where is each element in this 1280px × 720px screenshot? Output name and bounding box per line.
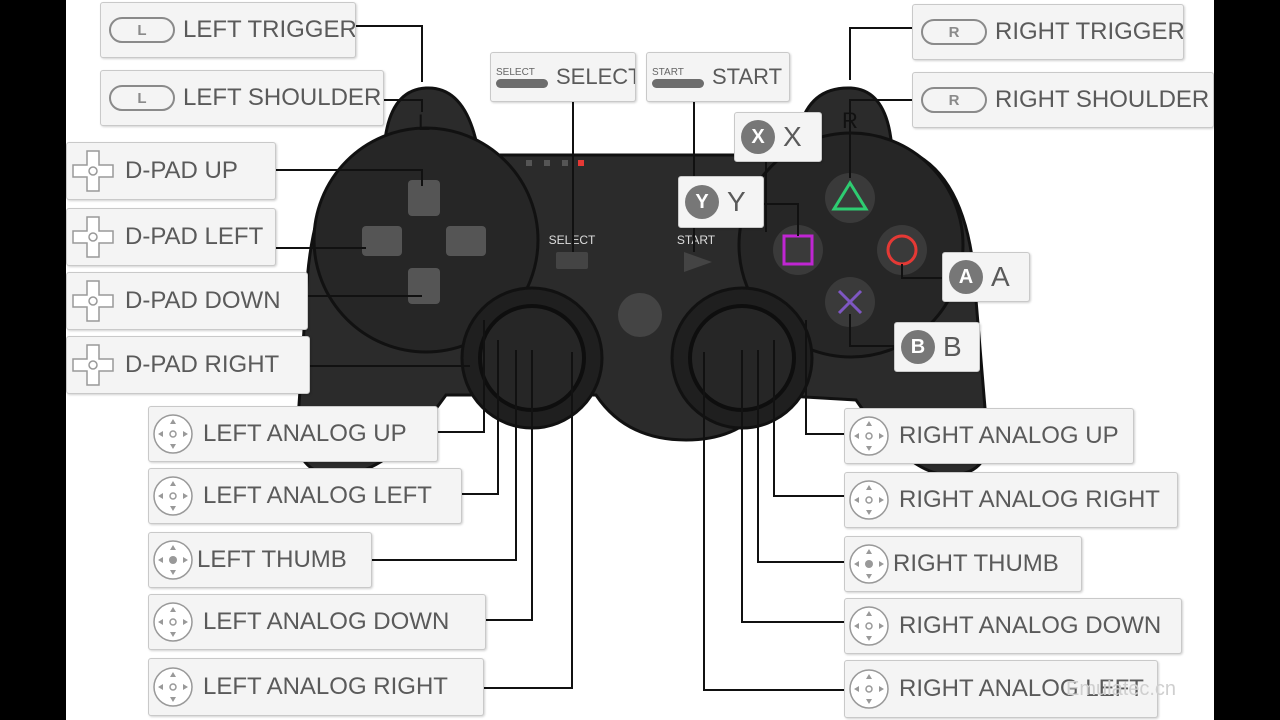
- l-badge-icon: L: [109, 17, 175, 43]
- pad-start-mark: START: [677, 233, 716, 247]
- left-analog-down-label: LEFT ANALOG DOWN: [148, 594, 486, 650]
- x-text: X: [783, 121, 802, 152]
- thumb-press-icon: [849, 544, 889, 584]
- dpad-left-label: D-PAD LEFT: [66, 208, 276, 266]
- right-analog-up-text: RIGHT ANALOG UP: [899, 422, 1119, 449]
- select-text: SELECT: [556, 64, 636, 89]
- dpad-right-label: D-PAD RIGHT: [66, 336, 310, 394]
- dpad-up-label: D-PAD UP: [66, 142, 276, 200]
- analog-stick-icon: [153, 667, 193, 707]
- analog-stick-icon: [153, 414, 193, 454]
- y-badge-icon: Y: [685, 185, 719, 219]
- cross-button-shape: [837, 289, 863, 315]
- right-analog-right-label: RIGHT ANALOG RIGHT: [844, 472, 1178, 528]
- a-badge-icon: A: [949, 260, 983, 294]
- y-label: Y Y: [678, 176, 764, 228]
- left-analog-right-label: LEFT ANALOG RIGHT: [148, 658, 484, 716]
- dpad-up-text: D-PAD UP: [125, 157, 238, 184]
- right-shoulder-text: RIGHT SHOULDER: [995, 86, 1210, 113]
- connector-lines: [276, 25, 942, 691]
- left-analog-right-text: LEFT ANALOG RIGHT: [203, 673, 448, 700]
- dpad-shape: [362, 180, 486, 304]
- gamepad-illustration: SELECT START L R: [295, 86, 990, 477]
- right-analog-down-label: RIGHT ANALOG DOWN: [844, 598, 1182, 654]
- b-label: B B: [894, 322, 980, 372]
- left-analog-left-label: LEFT ANALOG LEFT: [148, 468, 462, 524]
- watermark: Emulatec.cn: [1066, 678, 1177, 700]
- y-text: Y: [727, 186, 746, 217]
- dpad-icon: [72, 344, 114, 386]
- pad-l-mark: L: [418, 110, 430, 135]
- start-badge-text: START: [652, 66, 684, 78]
- dpad-left-text: D-PAD LEFT: [125, 223, 264, 250]
- analog-stick-icon: [153, 602, 193, 642]
- a-label: A A: [942, 252, 1030, 302]
- l-badge-icon: L: [109, 85, 175, 111]
- left-shoulder-text: LEFT SHOULDER: [183, 84, 382, 111]
- dpad-icon: [72, 216, 114, 258]
- dpad-down-text: D-PAD DOWN: [125, 287, 281, 314]
- start-button-shape: [684, 252, 712, 272]
- home-button-shape: [618, 293, 662, 337]
- left-trigger-text: LEFT TRIGGER: [183, 16, 356, 43]
- b-badge-icon: B: [901, 330, 935, 364]
- r-badge-icon: R: [921, 19, 987, 45]
- select-button-shape: [556, 252, 588, 269]
- left-thumb-text: LEFT THUMB: [197, 546, 347, 573]
- analog-stick-icon: [849, 669, 889, 709]
- select-badge-icon: SELECT: [496, 67, 548, 88]
- x-label: X X: [734, 112, 822, 162]
- right-analog-up-label: RIGHT ANALOG UP: [844, 408, 1134, 464]
- select-label: SELECT SELECT: [490, 52, 636, 102]
- right-trigger-text: RIGHT TRIGGER: [995, 18, 1184, 45]
- left-analog-left-text: LEFT ANALOG LEFT: [203, 482, 432, 509]
- left-thumb-label: LEFT THUMB: [148, 532, 372, 588]
- analog-stick-icon: [849, 606, 889, 646]
- start-text: START: [712, 64, 783, 89]
- right-analog-left-text: RIGHT ANALOG LEFT: [899, 675, 1144, 702]
- r-badge-icon: R: [921, 87, 987, 113]
- right-analog-right-text: RIGHT ANALOG RIGHT: [899, 486, 1160, 513]
- left-analog-up-text: LEFT ANALOG UP: [203, 420, 407, 447]
- right-analog-left-label: RIGHT ANALOG LEFT: [844, 660, 1158, 718]
- analog-stick-icon: [153, 476, 193, 516]
- start-badge-icon: START: [652, 67, 704, 88]
- left-analog-down-text: LEFT ANALOG DOWN: [203, 608, 450, 635]
- left-analog-up-label: LEFT ANALOG UP: [148, 406, 438, 462]
- dpad-down-label: D-PAD DOWN: [66, 272, 308, 330]
- dpad-right-text: D-PAD RIGHT: [125, 351, 280, 378]
- thumb-press-icon: [153, 540, 193, 580]
- a-text: A: [991, 261, 1010, 292]
- select-badge-text: SELECT: [496, 66, 535, 78]
- right-trigger-label: R RIGHT TRIGGER: [912, 4, 1184, 60]
- right-thumb-label: RIGHT THUMB: [844, 536, 1082, 592]
- analog-stick-icon: [849, 480, 889, 520]
- triangle-button-shape: [831, 180, 869, 211]
- left-shoulder-label: L LEFT SHOULDER: [100, 70, 384, 126]
- start-label: START START: [646, 52, 790, 102]
- b-text: B: [943, 331, 962, 362]
- right-shoulder-label: R RIGHT SHOULDER: [912, 72, 1214, 128]
- dpad-icon: [72, 280, 114, 322]
- right-thumb-text: RIGHT THUMB: [893, 550, 1059, 577]
- x-badge-icon: X: [741, 120, 775, 154]
- left-trigger-label: L LEFT TRIGGER: [100, 2, 356, 58]
- analog-stick-icon: [849, 416, 889, 456]
- right-analog-down-text: RIGHT ANALOG DOWN: [899, 612, 1162, 639]
- dpad-icon: [72, 150, 114, 192]
- diagram-canvas: SELECT START L R: [66, 0, 1214, 720]
